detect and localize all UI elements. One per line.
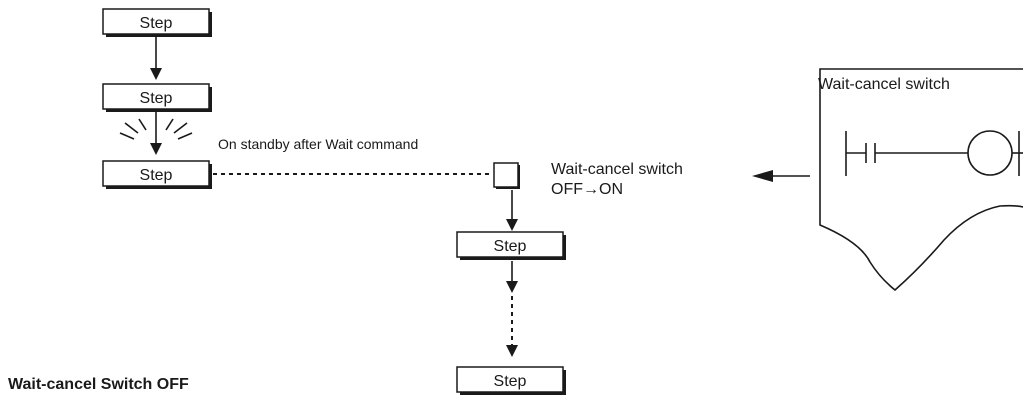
arrow-step1-to-step2 [150,37,162,80]
step-box-2: Step [102,83,212,112]
step-2-label: Step [140,90,173,107]
arrow-panel-to-switch [752,170,810,182]
step-4-label: Step [494,238,527,255]
step-1-label: Step [140,15,173,32]
switch-label-line1: Wait-cancel switch [551,161,683,178]
blinking-indicator-icon [119,118,193,140]
step-5-label: Step [494,373,527,390]
arrow-wait-to-step4 [506,190,518,231]
switch-label-line2: OFF→ON [551,181,623,198]
section-heading: Wait-cancel Switch OFF [8,376,189,393]
wait-box [493,162,520,189]
coil-symbol-icon [967,130,1023,176]
step-box-5: Step [456,366,566,395]
standby-label: On standby after Wait command [218,136,418,152]
dashed-arrow-to-step5 [506,296,518,357]
step-box-4: Step [456,231,566,260]
step-3-label: Step [140,167,173,184]
arrow-step4-to-next [506,261,518,293]
panel-title: Wait-cancel switch [818,76,950,93]
step-box-3: Step [102,160,212,189]
arrow-step2-to-step3 [150,112,162,155]
contact-symbol-icon [845,131,968,176]
ladder-panel: Wait-cancel switch [818,68,1023,292]
step-box-1: Step [102,8,212,37]
